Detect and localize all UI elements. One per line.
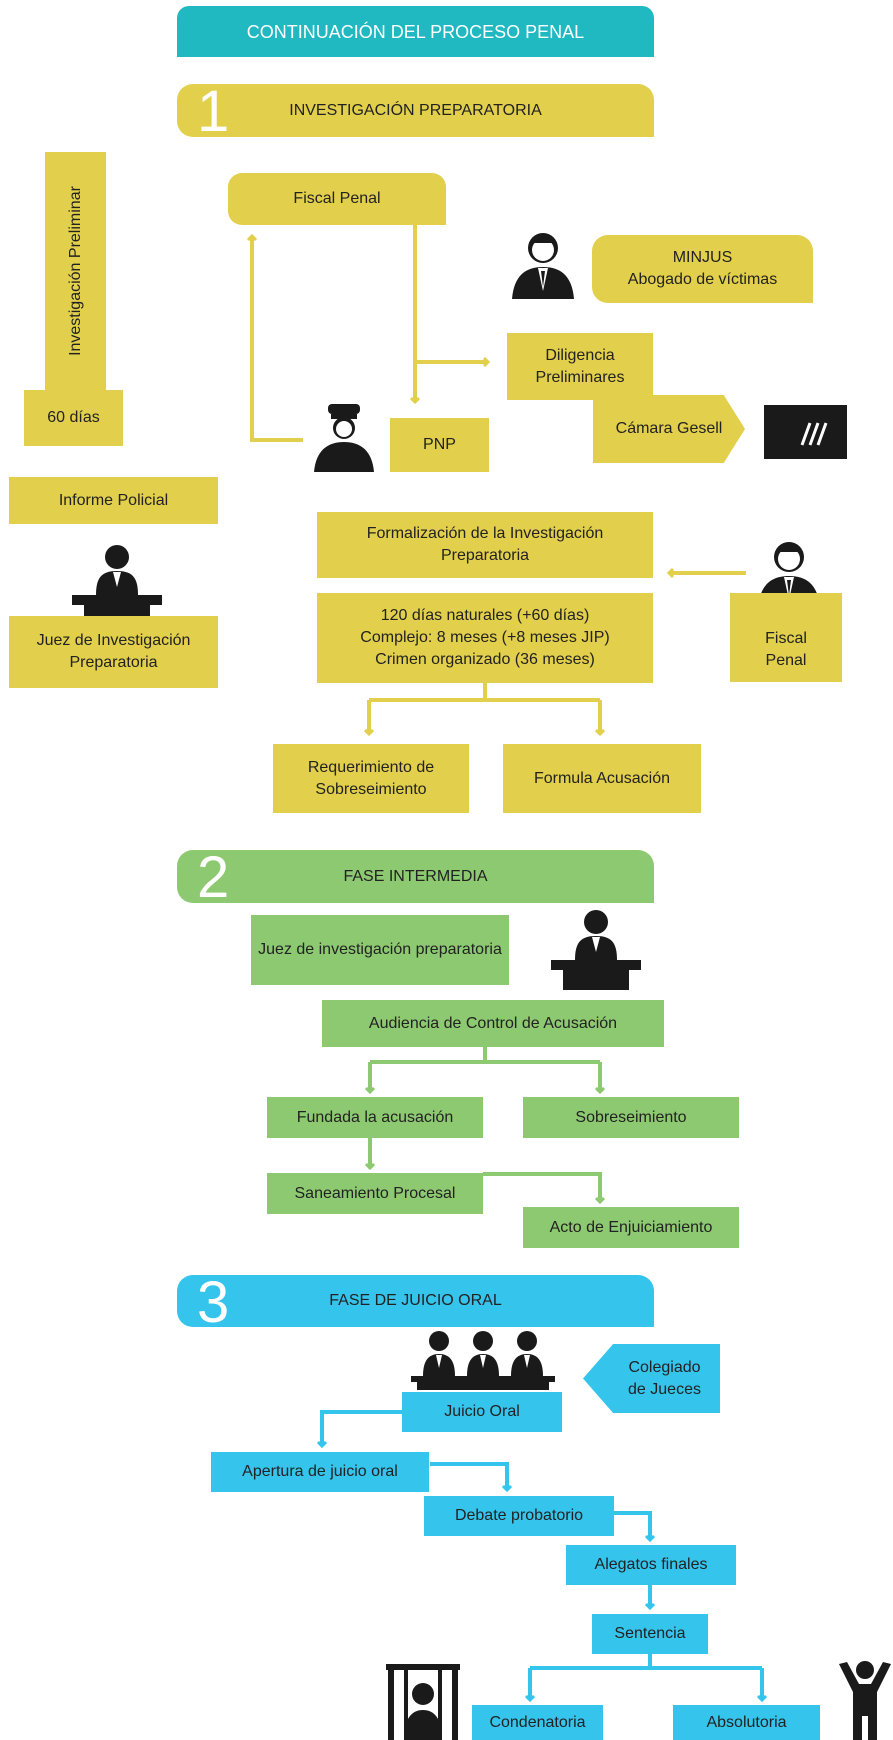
plazos-line1: 120 días naturales (+60 días) <box>380 607 590 624</box>
apertura-label: Apertura de juicio oral <box>242 1463 398 1480</box>
sesenta-dias-label: 60 días <box>47 409 100 426</box>
juez-investigacion-box: Juez de Investigación Preparatoria <box>9 616 218 688</box>
plazos-line3: Crimen organizado (36 meses) <box>375 651 595 668</box>
saneamiento-label: Saneamiento Procesal <box>294 1184 456 1202</box>
sobreseimiento-box: Sobreseimiento <box>523 1097 739 1138</box>
judges-panel-icon <box>411 1331 555 1390</box>
phase-3-title: FASE DE JUICIO ORAL <box>329 1292 502 1309</box>
juicio-oral-box: Juicio Oral <box>402 1392 562 1432</box>
lawyer-icon <box>512 233 574 299</box>
fiscal-penal-label: Fiscal Penal <box>293 190 381 207</box>
juez-investigacion-fi-label: Juez de investigación preparatoria <box>258 941 502 958</box>
free-person-icon <box>839 1661 891 1740</box>
fundada-acusacion-label: Fundada la acusación <box>296 1108 454 1126</box>
colegiado-label: Colegiado <box>628 1358 701 1376</box>
phase-1-title: INVESTIGACIÓN PREPARATORIA <box>289 101 542 119</box>
fiscal-penal-box: Fiscal Penal <box>228 173 446 225</box>
sesenta-dias-box: 60 días <box>24 390 123 446</box>
phase-3-number: 3 <box>197 1270 230 1335</box>
informe-policial-box: Informe Policial <box>9 477 218 524</box>
sentencia-box: Sentencia <box>592 1614 708 1654</box>
condenatoria-box: Condenatoria <box>472 1705 603 1740</box>
phase-1-banner: 1 INVESTIGACIÓN PREPARATORIA <box>177 80 654 144</box>
minjus-box: MINJUS Abogado de víctimas <box>592 235 813 303</box>
de-jueces-label: de Jueces <box>628 1380 701 1398</box>
apertura-box: Apertura de juicio oral <box>211 1452 429 1492</box>
camara-gesell-label: Cámara Gesell <box>615 420 723 437</box>
sobreseimiento-label: Sobreseimiento <box>575 1108 687 1126</box>
phase-3-banner: 3 FASE DE JUICIO ORAL <box>177 1271 654 1335</box>
absolutoria-box: Absolutoria <box>673 1705 820 1740</box>
audiencia-box: Audiencia de Control de Acusación <box>322 1000 664 1047</box>
informe-policial-label: Informe Policial <box>58 491 169 509</box>
plazos-line2: Complejo: 8 meses (+8 meses JIP) <box>360 629 610 646</box>
header-title: CONTINUACIÓN DEL PROCESO PENAL <box>246 21 585 42</box>
judge-icon <box>72 545 162 625</box>
phase-2-banner: 2 FASE INTERMEDIA <box>177 846 654 910</box>
juez-investigacion-fi-box: Juez de investigación preparatoria <box>251 915 509 985</box>
formalizacion-label: Formalización de la Investigación Prepar… <box>366 525 604 564</box>
juicio-oral-label: Juicio Oral <box>444 1403 520 1420</box>
fiscal-penal-2-box: Fiscal Penal <box>730 593 842 682</box>
condenatoria-label: Condenatoria <box>489 1713 586 1731</box>
phase-2-title: FASE INTERMEDIA <box>343 867 488 885</box>
debate-probatorio-label: Debate probatorio <box>454 1507 584 1524</box>
phase-2-number: 2 <box>197 845 230 910</box>
requerimiento-sobreseimiento-label: Requerimiento de Sobreseimiento <box>307 758 435 798</box>
saneamiento-box: Saneamiento Procesal <box>267 1173 483 1214</box>
investigacion-preliminar-bar: Investigación Preliminar <box>45 152 106 390</box>
abogado-victimas-label: Abogado de víctimas <box>627 271 778 288</box>
sentencia-label: Sentencia <box>614 1625 686 1642</box>
fundada-acusacion-box: Fundada la acusación <box>267 1097 483 1138</box>
investigacion-preliminar-label: Investigación Preliminar <box>66 186 84 356</box>
absolutoria-label: Absolutoria <box>706 1713 787 1731</box>
formula-acusacion-box: Formula Acusación <box>503 744 701 813</box>
police-officer-icon <box>314 404 374 472</box>
fiscal-penal-2-label: Fiscal Penal <box>765 630 807 669</box>
juez-investigacion-label: Juez de Investigación Preparatoria <box>36 632 191 671</box>
formula-acusacion-label: Formula Acusación <box>533 769 671 787</box>
minjus-label: MINJUS <box>672 249 733 266</box>
pnp-label: PNP <box>423 436 456 453</box>
debate-probatorio-box: Debate probatorio <box>424 1496 614 1536</box>
pnp-box: PNP <box>390 418 489 472</box>
colegiado-jueces-box: Colegiado de Jueces <box>583 1344 720 1413</box>
jail-icon <box>386 1664 460 1740</box>
acto-enjuiciamiento-box: Acto de Enjuiciamiento <box>523 1207 739 1248</box>
formalizacion-box: Formalización de la Investigación Prepar… <box>317 512 653 578</box>
plazos-box: 120 días naturales (+60 días) Complejo: … <box>317 593 653 683</box>
camara-gesell-box: Cámara Gesell <box>593 395 745 463</box>
requerimiento-sobreseimiento-box: Requerimiento de Sobreseimiento <box>273 744 469 813</box>
alegatos-finales-label: Alegatos finales <box>594 1556 708 1573</box>
diligencia-label: Diligencia Preliminares <box>535 346 625 386</box>
phase-1-number: 1 <box>197 79 230 144</box>
acto-enjuiciamiento-label: Acto de Enjuiciamiento <box>549 1218 713 1236</box>
alegatos-finales-box: Alegatos finales <box>566 1545 736 1585</box>
diligencia-box: Diligencia Preliminares <box>507 333 653 400</box>
judge-icon-2 <box>551 910 641 990</box>
header-banner: CONTINUACIÓN DEL PROCESO PENAL <box>177 6 654 57</box>
one-way-mirror-icon <box>764 405 847 459</box>
audiencia-label: Audiencia de Control de Acusación <box>368 1014 618 1032</box>
